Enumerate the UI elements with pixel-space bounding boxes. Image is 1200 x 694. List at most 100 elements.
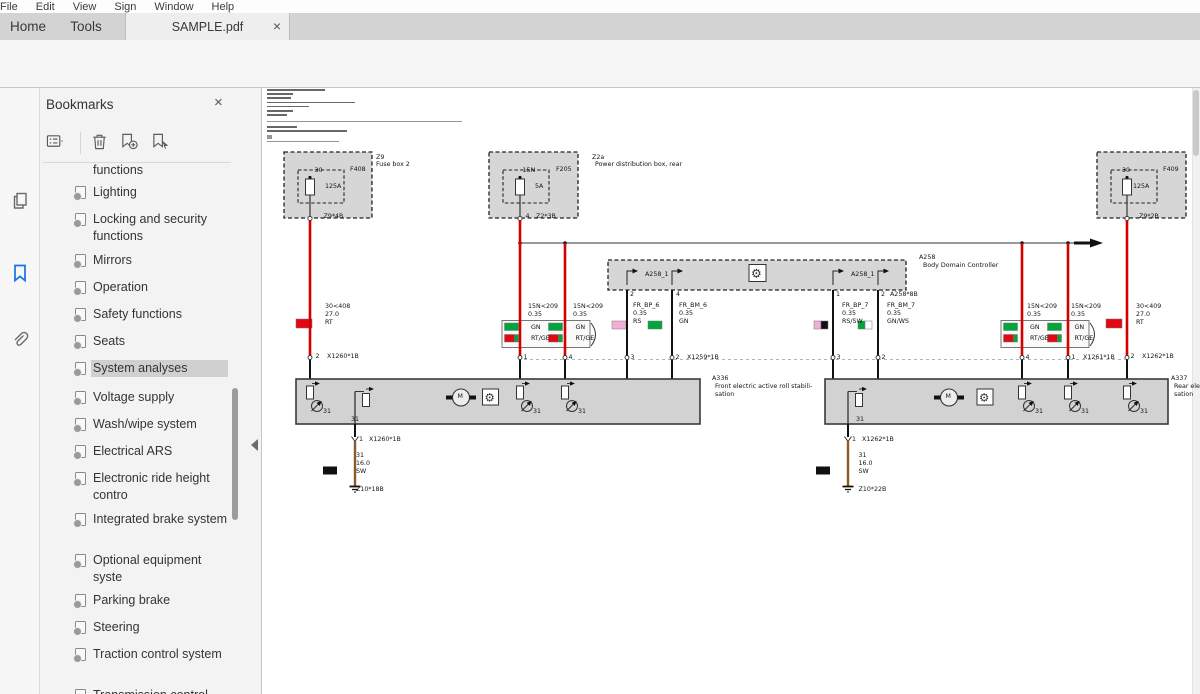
diagram-label: 30<409 xyxy=(1136,302,1162,310)
diagram-label: 3 xyxy=(836,353,841,361)
diagram-label: RT/GE xyxy=(575,335,595,342)
go-to-bookmark-icon[interactable] xyxy=(151,132,173,154)
diagram-label: GN/WS xyxy=(887,317,909,325)
tab-tools[interactable]: Tools xyxy=(70,19,102,34)
diagram-label: 125A xyxy=(1133,183,1150,190)
diagram-label: FR_BM_6 xyxy=(679,301,708,309)
diagram-label: 30 xyxy=(1122,166,1131,174)
add-bookmark-icon[interactable] xyxy=(120,132,142,154)
document-scrollbar[interactable] xyxy=(1192,88,1200,694)
diagram-label: RS/SW xyxy=(842,317,863,325)
panel-scrollbar-thumb[interactable] xyxy=(232,388,238,520)
diagram-label: X1259*1B xyxy=(687,353,719,361)
delete-bookmark-icon[interactable] xyxy=(90,132,112,154)
menu-window[interactable]: Window xyxy=(154,0,194,13)
diagram-label: Z9*4B xyxy=(323,212,344,220)
diagram-label: 2 xyxy=(881,353,886,361)
bookmark-page-icon xyxy=(73,335,86,350)
diagram-label: A258 xyxy=(919,253,936,261)
diagram-label: 30 xyxy=(314,166,323,174)
bookmark-item-label: Electronic ride height contro xyxy=(93,471,210,502)
diagram-label: GN xyxy=(679,317,689,325)
diagram-label: 31 xyxy=(1140,408,1149,415)
close-tab-icon[interactable]: × xyxy=(272,18,281,34)
diagram-label: 0.35 xyxy=(633,309,648,317)
bookmark-item-label: Parking brake xyxy=(93,593,171,607)
navigation-rail xyxy=(0,88,40,694)
bookmark-page-icon xyxy=(75,689,86,694)
diagram-label: 31 xyxy=(323,408,332,415)
diagram-label: Z2a xyxy=(592,153,605,161)
diagram-label: F408 xyxy=(350,165,366,173)
diagram-label: 0.35 xyxy=(887,309,902,317)
diagram-label: FR_BP_6 xyxy=(633,301,660,309)
main-toolbar: 8872 / 8924 95.2% xyxy=(0,40,1200,118)
diagram-label: X1261*1B xyxy=(1083,353,1115,361)
bookmark-page-icon xyxy=(73,621,86,636)
bookmark-page-icon xyxy=(73,418,86,433)
diagram-label: 27.0 xyxy=(325,310,340,318)
diagram-label: Rear elect xyxy=(1174,383,1200,390)
diagram-label: 1 xyxy=(523,353,528,361)
bookmarks-close-icon[interactable]: × xyxy=(214,94,223,111)
attachments-icon[interactable] xyxy=(10,330,30,350)
diagram-label: 125A xyxy=(325,183,342,190)
diagram-label: 2 xyxy=(1130,352,1135,360)
diagram-label: SW xyxy=(858,467,869,475)
bookmarks-panel-title: Bookmarks xyxy=(46,97,114,112)
tab-document[interactable]: SAMPLE.pdf × xyxy=(125,13,290,40)
bookmark-item-label: Steering xyxy=(93,620,140,634)
menu-help[interactable]: Help xyxy=(211,0,235,13)
tab-home[interactable]: Home xyxy=(9,19,46,34)
bookmark-page-icon xyxy=(73,281,86,296)
diagram-label: Fuse box 2 xyxy=(376,161,410,168)
menu-view[interactable]: View xyxy=(72,0,97,13)
diagram-label: 15N<209 xyxy=(573,302,604,310)
diagram-label: Body Domain Controller xyxy=(923,261,999,269)
document-scrollbar-thumb[interactable] xyxy=(1193,90,1199,156)
bookmark-page-icon xyxy=(73,213,86,228)
diagram-label: 15N<209 xyxy=(1027,302,1058,310)
diagram-label: A337 xyxy=(1171,375,1188,382)
bookmark-page-icon xyxy=(73,391,86,406)
diagram-label: 31 xyxy=(856,415,865,423)
diagram-label: Z10*18B xyxy=(356,486,384,493)
diagram-label: 0.35 xyxy=(1027,310,1042,318)
page-thumbnails-icon[interactable] xyxy=(10,191,30,211)
bookmark-page-icon xyxy=(73,254,86,269)
diagram-label: 4 xyxy=(568,353,573,361)
diagram-label: 31 xyxy=(356,451,365,459)
diagram-label: 3 xyxy=(630,353,635,361)
bookmark-options-icon[interactable] xyxy=(46,132,68,154)
diagram-label: Z10*22B xyxy=(858,486,887,493)
diagram-label: Z9*2B xyxy=(1139,212,1159,220)
bookmarks-panel-icon[interactable] xyxy=(10,263,30,283)
diagram-label: X1262*1B xyxy=(1142,352,1174,360)
tab-bar: Home Tools SAMPLE.pdf × xyxy=(0,13,1200,40)
diagram-label: 2 xyxy=(630,290,635,298)
bookmark-item-label: Electrical ARS xyxy=(93,444,173,458)
document-tab-label: SAMPLE.pdf xyxy=(171,19,244,34)
diagram-label: RT xyxy=(325,318,333,326)
diagram-label: RT xyxy=(1136,318,1144,326)
diagram-label: A258_1 xyxy=(851,271,875,278)
diagram-label: 27.0 xyxy=(1136,310,1151,318)
diagram-label: 16.0 xyxy=(356,459,371,467)
menu-edit[interactable]: Edit xyxy=(35,0,55,13)
bookmark-page-icon xyxy=(73,554,86,569)
bookmark-page-icon xyxy=(73,513,86,528)
menu-file[interactable]: File xyxy=(0,0,18,13)
diagram-label: F409 xyxy=(1163,165,1179,173)
panel-collapse-icon[interactable] xyxy=(251,439,258,451)
diagram-label: X1260*1B xyxy=(369,435,401,443)
bookmark-item-label: System analyses xyxy=(91,360,228,377)
diagram-label: 15N<209 xyxy=(1071,302,1102,310)
bookmark-item-label: Lighting xyxy=(93,185,137,199)
diagram-label: 0.35 xyxy=(679,309,694,317)
diagram-label: A258_1 xyxy=(645,271,669,278)
menu-sign[interactable]: Sign xyxy=(114,0,137,13)
bookmark-item-label: Transmission control xyxy=(93,687,229,694)
bookmark-item-label: Safety functions xyxy=(93,307,182,321)
diagram-label: Power distribution box, rear xyxy=(595,161,683,168)
